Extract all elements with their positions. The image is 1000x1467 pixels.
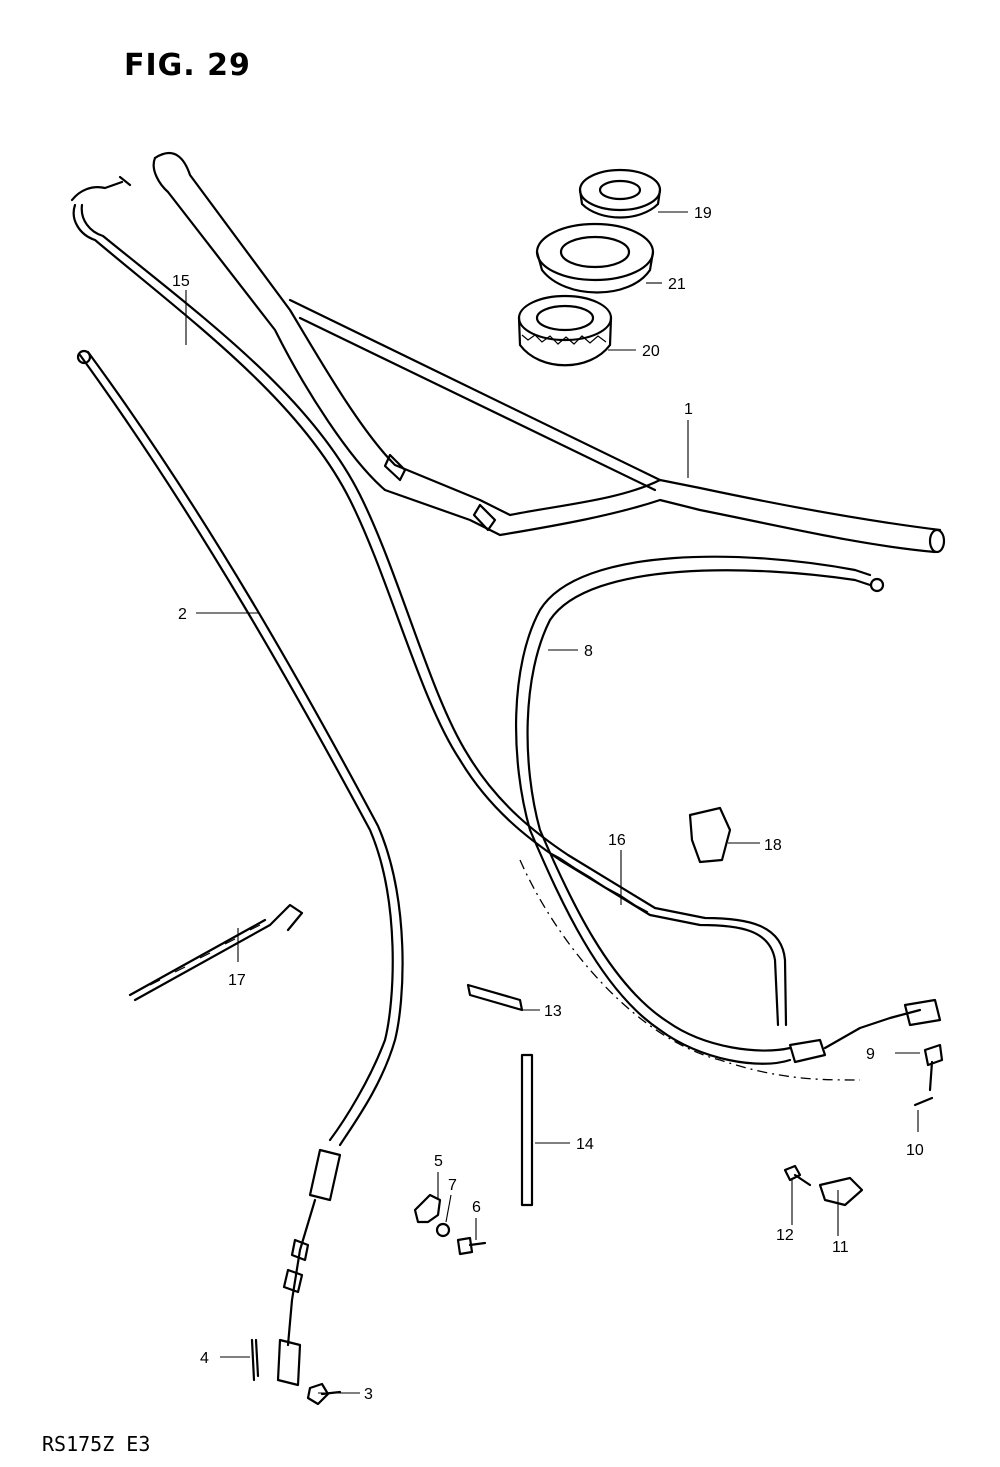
callout-20: 20 bbox=[642, 343, 660, 360]
callout-13: 13 bbox=[544, 1003, 562, 1020]
callout-17: 17 bbox=[228, 972, 246, 989]
callout-1: 1 bbox=[684, 401, 693, 418]
clamp-bolt bbox=[783, 1164, 812, 1187]
callout-6: 6 bbox=[472, 1199, 481, 1216]
clutch-cable bbox=[514, 555, 942, 1065]
cable-strap bbox=[520, 1053, 534, 1207]
callout-15: 15 bbox=[172, 273, 190, 290]
wiring-clamp bbox=[688, 806, 732, 864]
callout-5: 5 bbox=[434, 1153, 443, 1170]
washer bbox=[435, 1222, 451, 1238]
clevis-pin bbox=[306, 1382, 342, 1406]
callout-4: 4 bbox=[200, 1350, 209, 1367]
cable-guide-bracket bbox=[413, 1193, 442, 1224]
callout-8: 8 bbox=[584, 643, 593, 660]
callout-14: 14 bbox=[576, 1136, 594, 1153]
cable-band bbox=[128, 903, 304, 1002]
callout-10: 10 bbox=[906, 1142, 924, 1159]
cotter-pin bbox=[250, 1338, 260, 1382]
brake-cable bbox=[76, 349, 404, 1387]
callout-11: 11 bbox=[832, 1239, 849, 1256]
model-code: RS175Z E3 bbox=[42, 1432, 151, 1456]
figure-title: FIG. 29 bbox=[124, 48, 251, 83]
handlebar-clamp-cap bbox=[578, 168, 662, 219]
callout-7: 7 bbox=[448, 1177, 457, 1194]
callout-21: 21 bbox=[668, 276, 686, 293]
callout-19: 19 bbox=[694, 205, 712, 222]
handlebar bbox=[152, 151, 946, 554]
callout-3: 3 bbox=[364, 1386, 373, 1403]
callout-2: 2 bbox=[178, 606, 187, 623]
callout-12: 12 bbox=[776, 1227, 794, 1244]
callout-16: 16 bbox=[608, 832, 626, 849]
bolt bbox=[456, 1236, 487, 1256]
cotter-pin-clutch bbox=[913, 1096, 934, 1107]
throttle-cable bbox=[70, 175, 788, 1027]
callout-18: 18 bbox=[764, 837, 782, 854]
lever-pin bbox=[923, 1043, 944, 1092]
leader-lines bbox=[185, 211, 920, 1394]
cable-clamp-bracket bbox=[818, 1176, 864, 1207]
handlebar-holder bbox=[535, 222, 655, 294]
callout-9: 9 bbox=[866, 1046, 875, 1063]
cable-clamp bbox=[466, 983, 524, 1012]
handlebar-holder-lower bbox=[517, 294, 613, 367]
